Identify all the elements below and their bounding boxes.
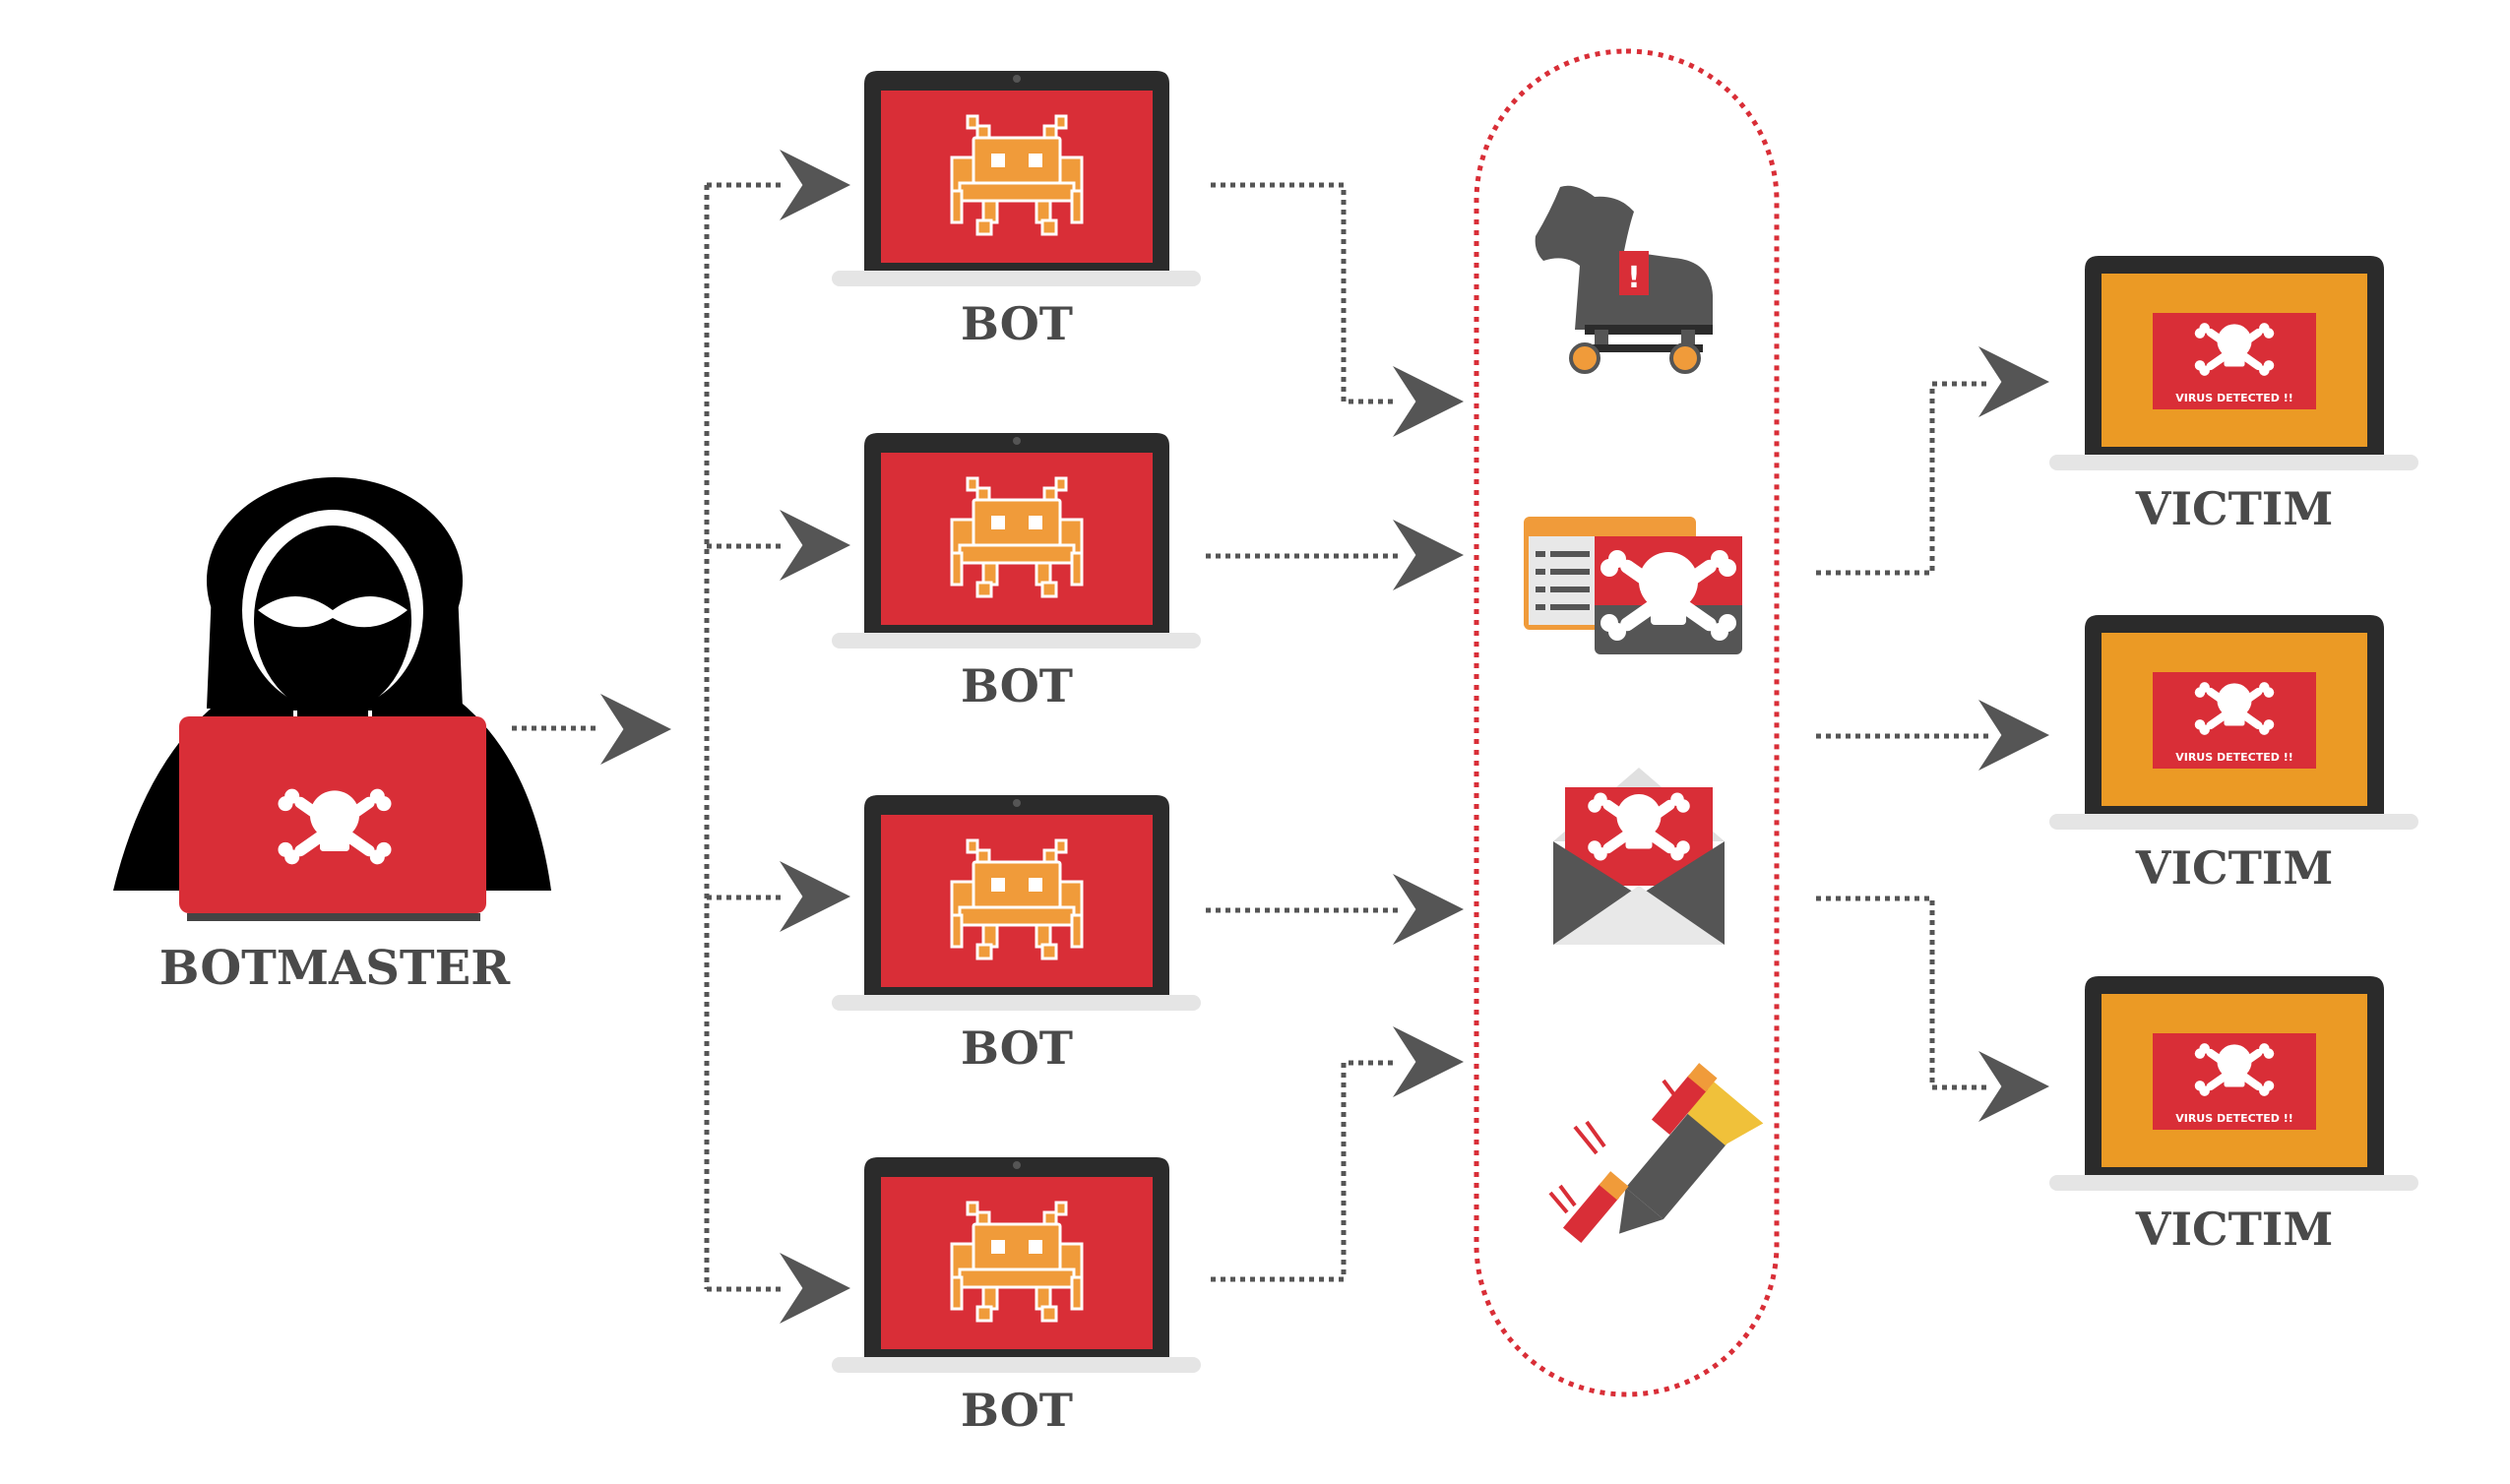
victim-label: VICTIM — [2135, 1203, 2334, 1256]
bot-4: BOT — [832, 1157, 1201, 1437]
victim-screen-text: VIRUS DETECTED !! — [2175, 751, 2293, 764]
arrow-icon — [780, 150, 850, 220]
trojan-horse-icon: ! — [1535, 185, 1713, 374]
victim-screen-text: VIRUS DETECTED !! — [2175, 392, 2293, 404]
arrow-icon — [780, 1253, 850, 1324]
bot-2: BOT — [832, 433, 1201, 712]
bot-label: BOT — [961, 1021, 1073, 1075]
svg-text:!: ! — [1627, 261, 1641, 295]
victim-2: VIRUS DETECTED !! VICTIM — [2049, 615, 2418, 895]
victim-1: VIRUS DETECTED !! VICTIM — [2049, 256, 2418, 535]
arrow-icon — [600, 694, 671, 765]
botmaster: BOTMASTER — [113, 477, 551, 996]
arrow-icon — [1393, 366, 1464, 437]
arrow-icon — [1978, 346, 2049, 417]
arrow-heads — [600, 150, 2049, 1324]
arrow-icon — [1393, 520, 1464, 590]
bot-1: BOT — [832, 71, 1201, 350]
bot-label: BOT — [961, 297, 1073, 350]
attack-vectors: ! — [1474, 48, 1780, 1397]
arrow-icon — [780, 510, 850, 581]
bot-label: BOT — [961, 1384, 1073, 1437]
victim-label: VICTIM — [2135, 841, 2334, 895]
victim-screen-text: VIRUS DETECTED !! — [2175, 1112, 2293, 1125]
bot-label: BOT — [961, 659, 1073, 712]
connector-lines — [512, 182, 1988, 1292]
arrow-icon — [1393, 874, 1464, 945]
missile-icon — [1548, 1063, 1764, 1244]
arrow-icon — [780, 861, 850, 932]
victim-label: VICTIM — [2135, 482, 2334, 535]
bot-3: BOT — [832, 795, 1201, 1075]
victim-3: VIRUS DETECTED !! VICTIM — [2049, 976, 2418, 1256]
arrow-icon — [1978, 700, 2049, 771]
attacker-laptop — [179, 716, 486, 921]
malware-window-icon — [1524, 517, 1742, 654]
phishing-email-icon — [1553, 768, 1725, 945]
botmaster-label: BOTMASTER — [159, 941, 511, 996]
arrow-icon — [1978, 1051, 2049, 1122]
arrow-icon — [1393, 1026, 1464, 1097]
